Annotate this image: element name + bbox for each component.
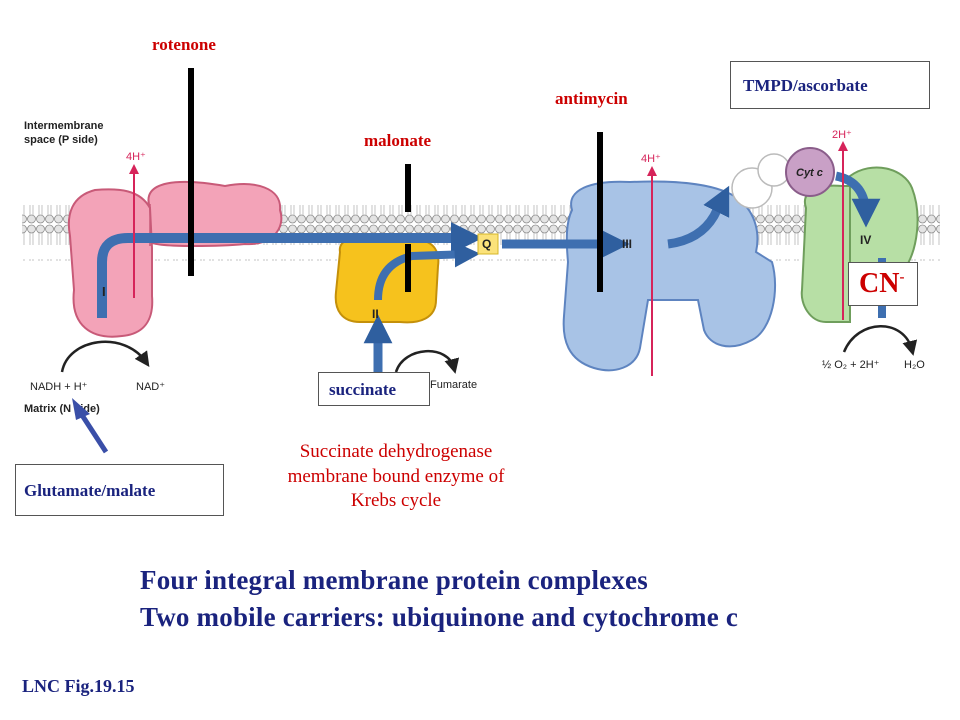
complex-ii-label: II — [372, 307, 379, 321]
note-line-2: membrane bound enzyme of — [287, 465, 505, 487]
glutamate-entry-arrowhead — [72, 398, 90, 420]
cyanide-text: CN — [859, 268, 900, 299]
glutamate-entry-arrow — [77, 410, 109, 454]
oxygen-reaction-curve — [842, 325, 918, 356]
cyanide-box: CN- — [848, 262, 918, 306]
headline-line-2: Two mobile carriers: ubiquinone and cyto… — [140, 602, 739, 632]
succinate-box: succinate — [318, 372, 430, 406]
electron-arrow-complex-i — [97, 221, 483, 318]
nadh-reaction-curve — [60, 340, 150, 373]
nad-label: NAD⁺ — [136, 381, 165, 393]
proton-label-complex-i: 4H⁺ — [126, 151, 146, 163]
cytochrome-c-label: Cyt c — [796, 167, 823, 179]
glutamate-malate-label: Glutamate/malate — [24, 481, 156, 500]
headline-line-1: Four integral membrane protein complexes — [140, 565, 648, 595]
complex-ii — [334, 236, 440, 324]
complex-i-label: I — [102, 284, 106, 299]
succinate-label: succinate — [329, 380, 397, 399]
cyanide-label: CN- — [859, 268, 904, 300]
cytochrome-c — [785, 147, 835, 197]
oxygen-label: ½ O₂ + 2H⁺ — [822, 359, 880, 371]
ubiquinone-label: Q — [482, 237, 491, 251]
complex-iii — [562, 180, 776, 372]
malonate-label: malonate — [364, 131, 432, 150]
tmpd-ascorbate-label: TMPD/ascorbate — [743, 76, 868, 95]
proton-label-complex-iv: 2H⁺ — [832, 129, 852, 141]
cyanide-charge: - — [899, 269, 905, 286]
tmpd-ascorbate-box: TMPD/ascorbate — [730, 61, 930, 109]
ubiquinone — [477, 233, 499, 255]
complex-i — [67, 181, 283, 338]
antimycin-label: antimycin — [555, 89, 628, 108]
note-line-3: Krebs cycle — [350, 490, 442, 512]
rotenone-label: rotenone — [152, 35, 216, 54]
proton-label-complex-iii: 4H⁺ — [641, 153, 661, 165]
figure-reference: LNC Fig.19.15 — [22, 676, 135, 696]
intermembrane-label: Intermembrane — [24, 120, 103, 132]
nadh-label: NADH + H⁺ — [30, 381, 88, 393]
note-line-1: Succinate dehydrogenase — [299, 441, 493, 462]
complex-iv-label: IV — [860, 233, 871, 247]
glutamate-malate-box: Glutamate/malate — [15, 464, 224, 516]
electron-arrow-iii-to-cyt — [667, 185, 730, 249]
electron-arrow-succinate — [374, 241, 481, 301]
intermembrane-label-2: space (P side) — [24, 134, 98, 146]
complex-iii-label: III — [622, 237, 632, 251]
water-label: H₂O — [904, 359, 925, 371]
electron-arrow-cyt-to-iv — [834, 171, 881, 228]
succinate-dehydrogenase-note: Succinate dehydrogenase membrane bound e… — [248, 440, 544, 514]
fumarate-reaction-curve — [394, 350, 460, 374]
fumarate-label: Fumarate — [430, 379, 477, 391]
